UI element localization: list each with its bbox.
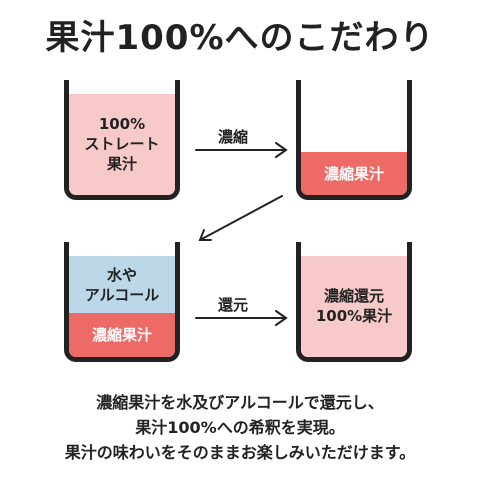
- beaker-mix: 水や アルコール 濃縮果汁: [64, 242, 180, 362]
- page-title: 果汁100%へのこだわり: [45, 18, 435, 58]
- description: 濃縮果汁を水及びアルコールで還元し、 果汁100%への希釈を実現。 果汁の味わい…: [0, 390, 480, 465]
- concentrate-label: 濃縮: [218, 128, 249, 146]
- restore-arrow-head: [275, 310, 288, 326]
- concentrate-arrow-head: [275, 142, 288, 158]
- straight-juice-fill: 100% ストレート 果汁: [69, 93, 175, 195]
- concentrate-bottom-fill: 濃縮果汁: [69, 313, 175, 357]
- description-line-2: 果汁100%への希釈を実現。: [135, 418, 345, 437]
- restore-label: 還元: [218, 296, 249, 314]
- beaker-concentrated-juice: 濃縮果汁: [296, 80, 412, 200]
- restored-juice-label: 濃縮還元 100%果汁: [315, 287, 393, 326]
- water-alcohol-fill: 水や アルコール: [69, 255, 175, 314]
- diagonal-arrow-line: [199, 195, 283, 241]
- concentrated-juice-label: 濃縮果汁: [323, 164, 384, 183]
- concentrated-juice-fill: 濃縮果汁: [301, 152, 407, 195]
- beaker-straight-juice: 100% ストレート 果汁: [64, 80, 180, 200]
- description-line-3: 果汁の味わいをそのままお楽しみいただけます。: [64, 443, 416, 462]
- beaker-restored-juice: 濃縮還元 100%果汁: [296, 242, 412, 362]
- restored-juice-fill: 濃縮還元 100%果汁: [301, 255, 407, 357]
- water-alcohol-label: 水や アルコール: [84, 265, 160, 304]
- diagonal-arrow-head: [198, 229, 212, 241]
- description-line-1: 濃縮果汁を水及びアルコールで還元し、: [96, 393, 384, 412]
- straight-juice-label: 100% ストレート 果汁: [84, 115, 160, 174]
- concentrate-bottom-label: 濃縮果汁: [91, 326, 152, 345]
